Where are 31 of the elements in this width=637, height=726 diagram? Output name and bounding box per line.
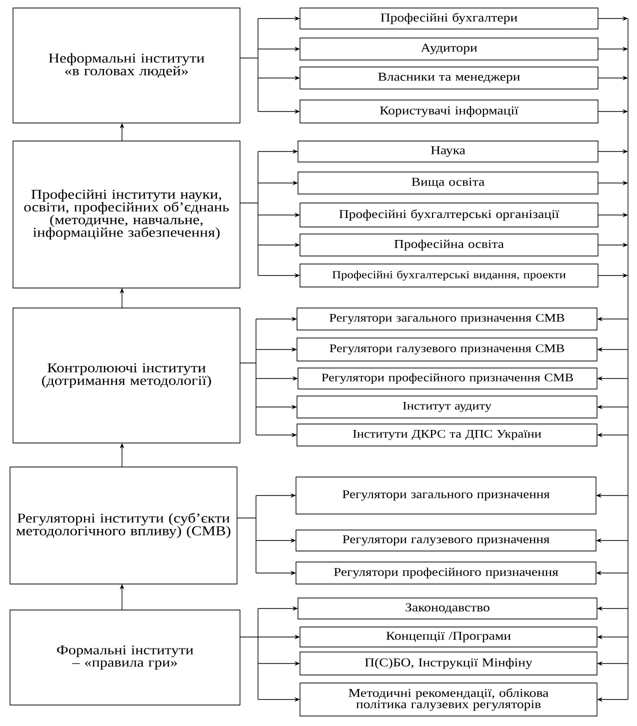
connector-line (236, 495, 256, 574)
connector-line (240, 151, 258, 276)
item-box: Професійна освіта (300, 234, 598, 256)
item-box: Регулятори загального призначення СМВ (296, 308, 598, 330)
item-box: Регулятори галузевого призначення СМВ (296, 338, 598, 362)
item-box: Власники та менеджери (300, 66, 598, 90)
item-box: Професійні бухгалтерські видання, проекти (300, 264, 598, 288)
item-box: Інститут аудиту (296, 396, 598, 418)
item-box: Вища освіта (298, 172, 598, 194)
item-box: Регулятори професійного призначення СМВ (298, 368, 598, 390)
item-box: Концепції /Програми (300, 626, 598, 648)
item-box: Наука (298, 140, 598, 162)
institution-box: Регуляторні інститути (суб’єкти методологічного впливу) (СМВ) (10, 466, 238, 584)
connector-line (240, 608, 258, 700)
institution-box: Формальні інститути – «правила гри» (10, 610, 240, 706)
item-box: Законодавство (298, 598, 598, 620)
item-box: Регулятори загального призначення (296, 476, 596, 514)
connector-line (240, 318, 256, 436)
item-box: Аудитори (300, 38, 598, 60)
item-box: Користувачі інформації (300, 100, 598, 124)
item-box: Інститути ДКРС та ДПС України (296, 424, 598, 446)
item-box: Регулятори професійного призначення (296, 562, 596, 584)
item-box: Професійні бухгалтерські організації (300, 202, 598, 228)
connector-line (240, 18, 258, 112)
item-box: Професійні бухгалтери (300, 8, 598, 30)
item-box: Регулятори галузевого призначення (296, 530, 596, 552)
item-box: П(С)БО, Інструкції Мінфіну (300, 652, 598, 676)
item-box: Методичні рекомендації, облікова політика галузевих регуляторів (300, 682, 598, 716)
institution-box: Неформальні інститути «в головах людей» (12, 8, 240, 124)
institution-box: Контролюючі інститути (дотримання методології) (12, 308, 240, 444)
institution-box: Професійні інститути науки, освіти, професійних об’єднань (методичне, навчальне, інформаційне забезпечення) (12, 140, 240, 288)
